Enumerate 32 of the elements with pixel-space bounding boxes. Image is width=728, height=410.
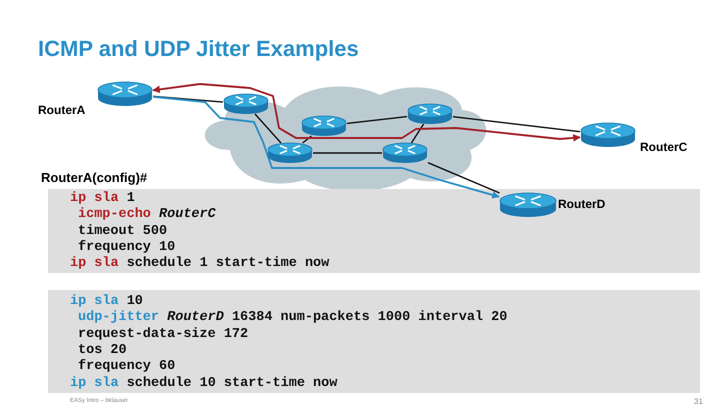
code-line: ip sla 10: [70, 294, 143, 310]
router-icon: [301, 115, 347, 137]
code-line: frequency 60: [78, 359, 176, 375]
code-line: timeout 500: [78, 224, 168, 240]
router-label: RouterA: [38, 103, 86, 117]
prompt-heading: RouterA(config)#: [41, 170, 148, 185]
link-line: [302, 135, 312, 144]
router-icon: [267, 142, 313, 164]
link-line: [346, 116, 408, 124]
code-line: ip sla 1: [70, 191, 135, 207]
link-line: [410, 124, 424, 144]
router-label: RouterC: [640, 140, 688, 154]
code-line: icmp-echo RouterC: [78, 207, 216, 223]
code-line: udp-jitter RouterD 16384 num-packets 1000 interval 20: [78, 310, 508, 326]
code-line: ip sla schedule 1 start-time now: [70, 256, 330, 272]
page-number: 31: [694, 397, 703, 406]
router-icon: [407, 103, 453, 125]
code-line: frequency 10: [78, 240, 176, 256]
link-line: [254, 114, 282, 144]
router-label: RouterD: [558, 197, 606, 211]
link-line: [428, 162, 500, 194]
link-line: [452, 116, 580, 132]
link-line: [152, 96, 224, 103]
code-line: ip sla schedule 10 start-time now: [70, 376, 338, 392]
link-line: [313, 152, 382, 154]
router-icon: [382, 142, 428, 164]
code-line: request-data-size 172: [78, 327, 248, 343]
code-line: tos 20: [78, 343, 127, 359]
slide-title: ICMP and UDP Jitter Examples: [38, 36, 359, 62]
path-arrow: [152, 83, 581, 142]
path-arrow: [152, 96, 500, 199]
router-icon: [223, 93, 269, 115]
